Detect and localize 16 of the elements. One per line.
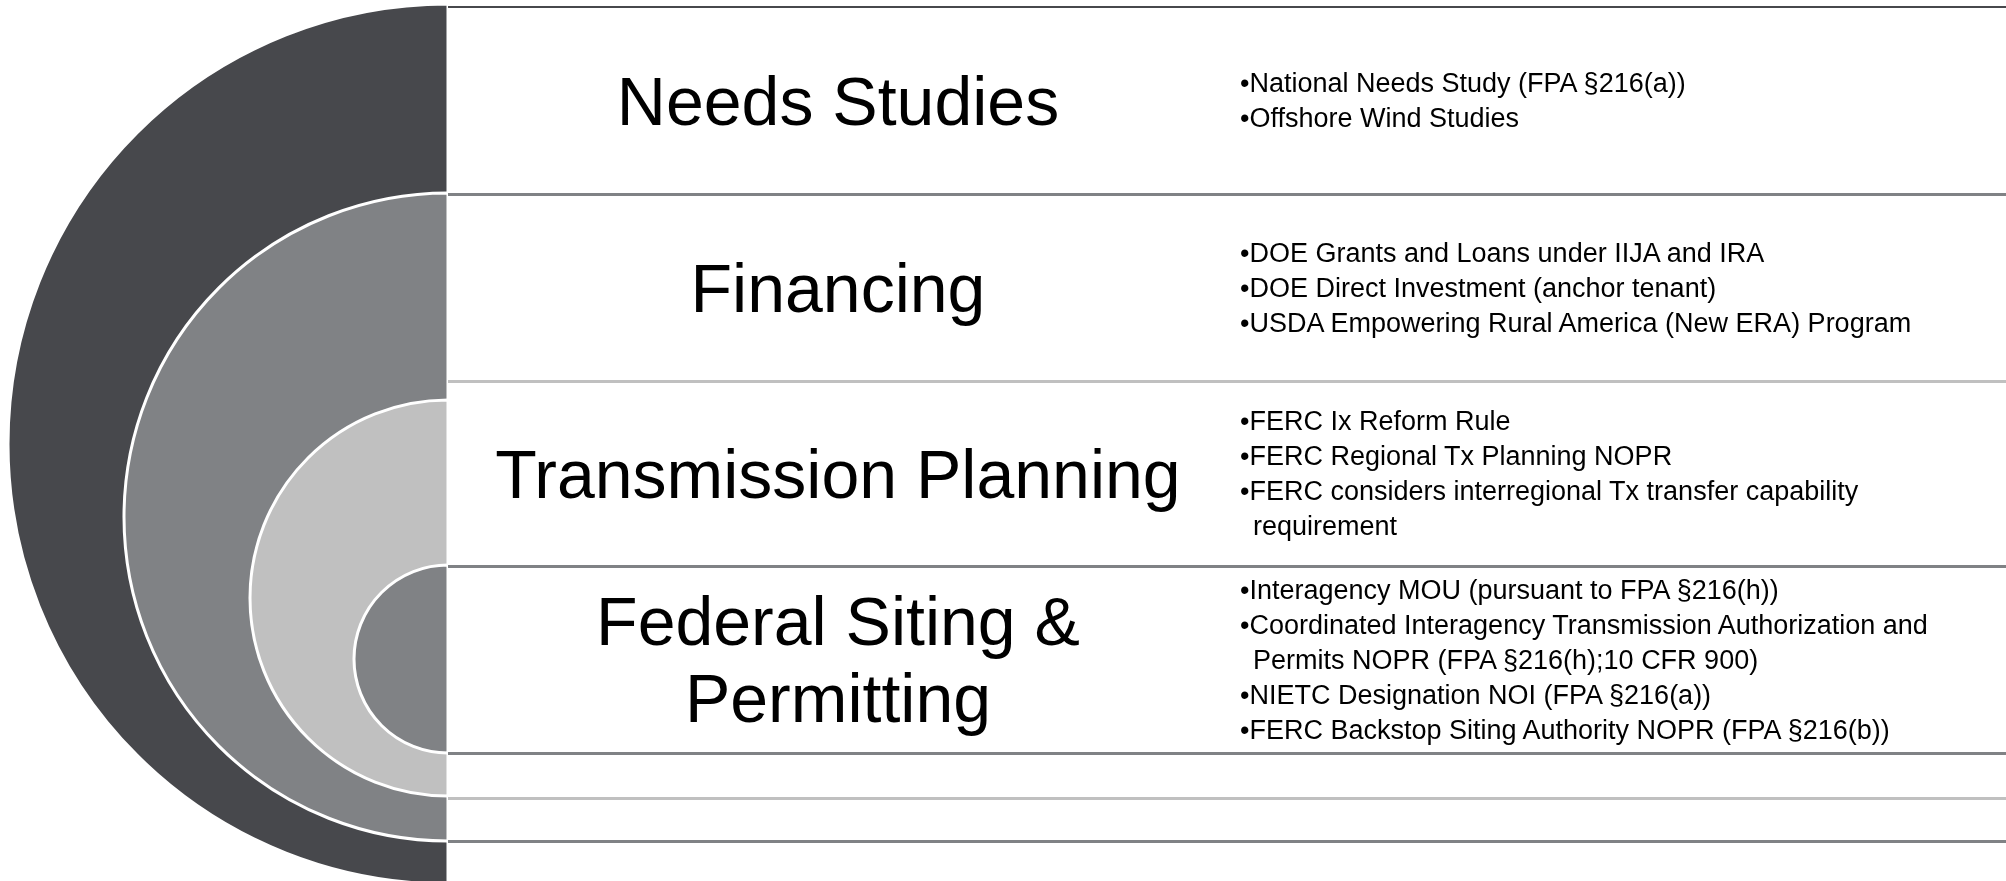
bullet-item: •National Needs Study (FPA §216(a)) xyxy=(1240,66,1687,100)
bullet-item: •Interagency MOU (pursuant to FPA §216(h)) xyxy=(1240,573,1780,607)
band-heading: Financing xyxy=(689,249,987,327)
bullet-item: •FERC Ix Reform Rule xyxy=(1240,405,1512,438)
band-heading: Federal Siting & Permitting xyxy=(595,583,1081,737)
bullet-item: •Offshore Wind Studies xyxy=(1240,101,1521,135)
bullet-item: •NIETC Designation NOI (FPA §216(a)) xyxy=(1240,678,1713,712)
bullet-item: •USDA Empowering Rural America (New ERA) Program xyxy=(1240,306,1913,340)
bullet-item: •FERC Regional Tx Planning NOPR xyxy=(1240,440,1674,473)
band-heading: Needs Studies xyxy=(615,62,1061,139)
bullet-item: •FERC Backstop Siting Authority NOPR (FPA §216(b)) xyxy=(1240,713,1891,747)
bullet-item: •DOE Grants and Loans under IIJA and IRA xyxy=(1240,236,1766,270)
bullet-item: •Coordinated Interagency Transmission Authorization and Permits NOPR (FPA §216(h);10 CFR 900) xyxy=(1240,608,1929,677)
band-heading: Transmission Planning xyxy=(494,435,1182,513)
bullet-item: •FERC considers interregional Tx transfer capability requirement xyxy=(1240,475,1860,543)
bullet-item: •DOE Direct Investment (anchor tenant) xyxy=(1240,271,1718,305)
